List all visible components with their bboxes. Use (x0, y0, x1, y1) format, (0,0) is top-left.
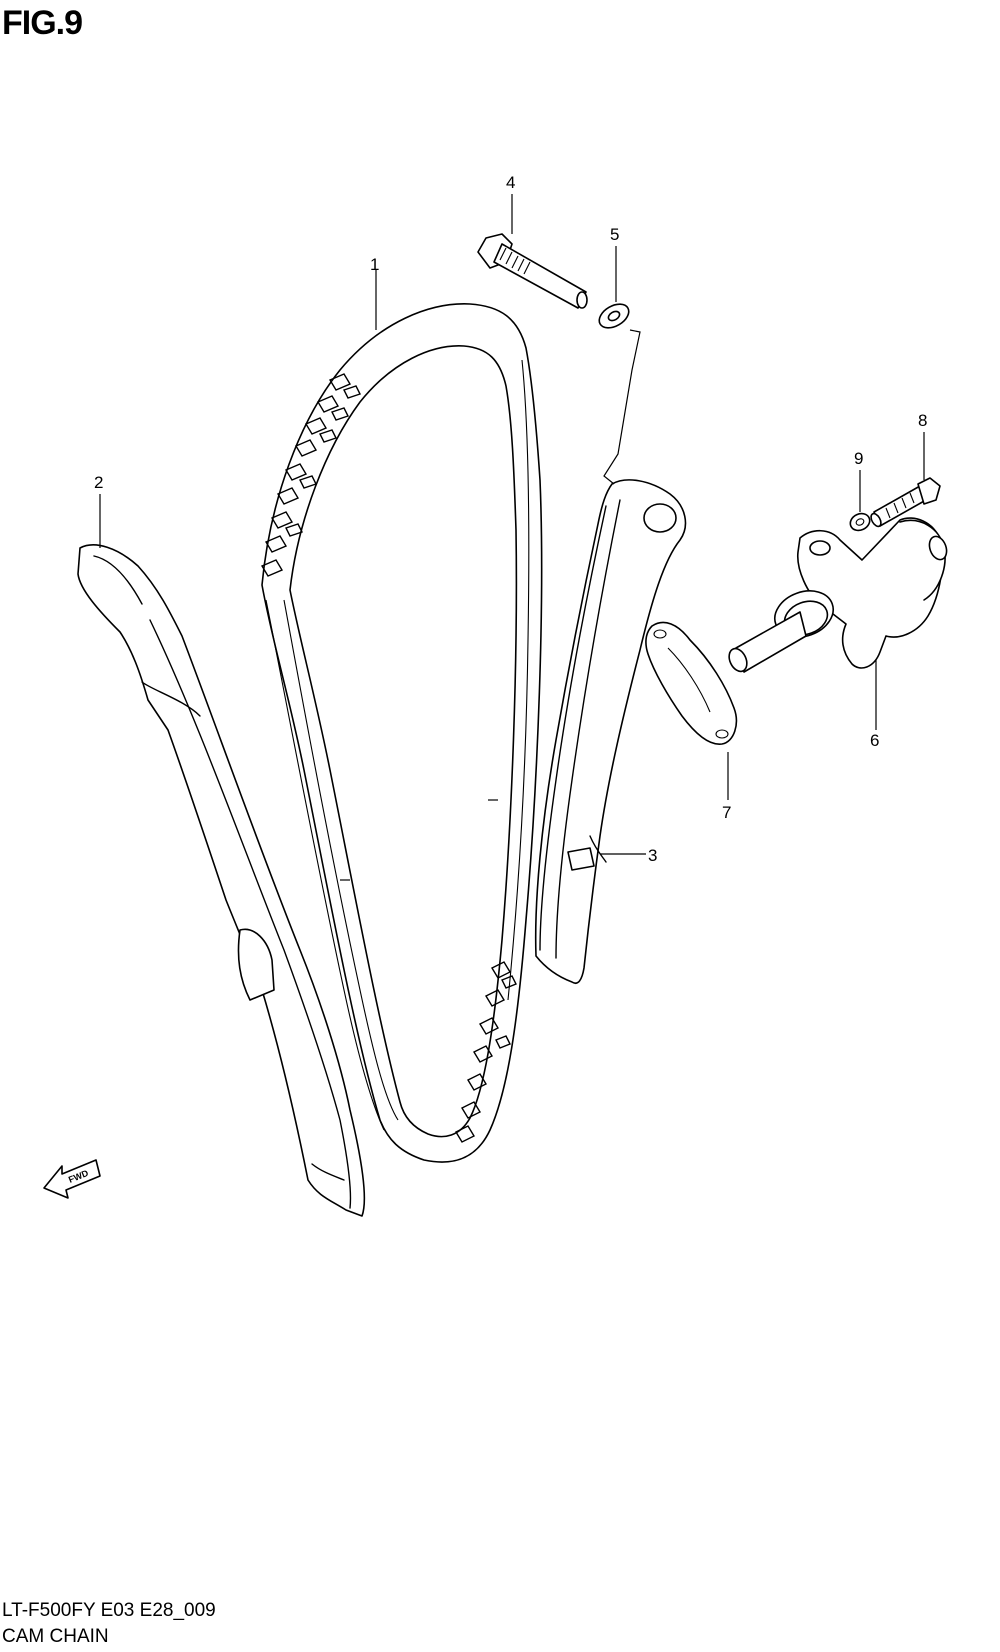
tensioner-bolt[interactable] (869, 477, 941, 528)
callout-9: 9 (854, 449, 863, 468)
chain-guide-left[interactable] (77, 544, 366, 1217)
model-code: LT-F500FY E03 E28_009 (2, 1600, 216, 1621)
cam-chain[interactable] (260, 303, 543, 1163)
fwd-arrow-icon: FWD (43, 1159, 101, 1199)
callout-3: 3 (648, 846, 657, 865)
callout-6: 6 (870, 731, 879, 750)
figure-title: FIG.9 (2, 4, 83, 42)
tensioner-gasket[interactable] (645, 621, 738, 745)
chain-tensioner-guide[interactable] (534, 479, 687, 984)
tensioner-washer[interactable] (848, 511, 873, 534)
callout-1: 1 (370, 255, 379, 274)
leader-lines (99, 194, 925, 855)
washer[interactable] (595, 299, 633, 332)
callout-5: 5 (610, 225, 619, 244)
callout-7: 7 (722, 803, 731, 822)
callout-2: 2 (94, 473, 103, 492)
callout-4: 4 (506, 173, 515, 192)
guide-bolt[interactable] (477, 233, 588, 309)
chain-tensioner-adjuster[interactable] (726, 517, 950, 674)
section-name: CAM CHAIN (2, 1626, 109, 1647)
callout-8: 8 (918, 411, 927, 430)
